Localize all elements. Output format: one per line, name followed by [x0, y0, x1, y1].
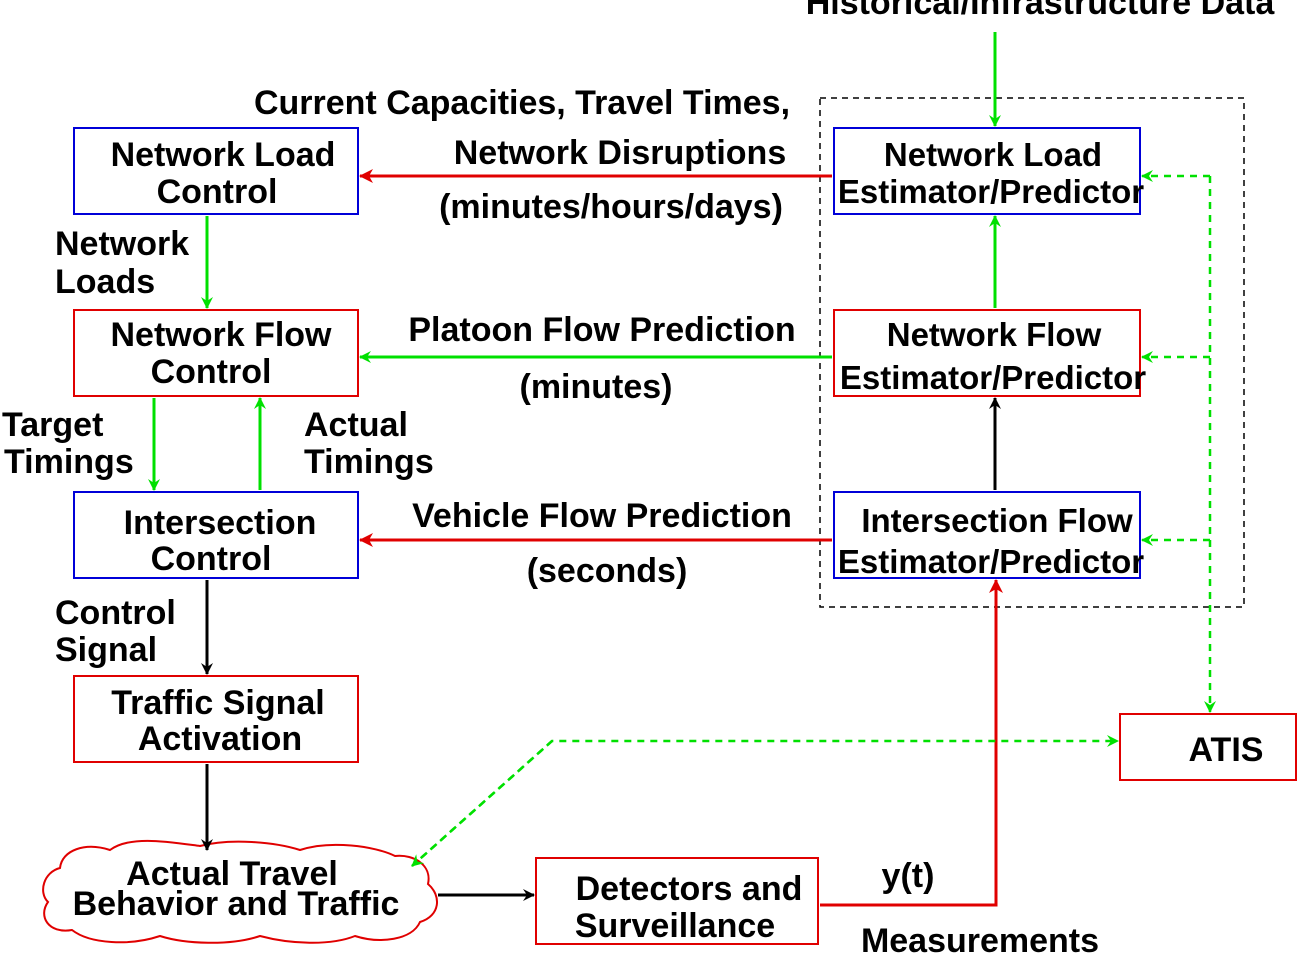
network-flow-control-box: Network Flow Control	[73, 309, 359, 397]
node-label-line: Estimator/Predictor	[838, 543, 1144, 580]
node-label-line: Actual Travel	[126, 855, 338, 893]
measurements-label: Measurements	[861, 922, 1099, 955]
node-label-line: Traffic Signal	[111, 684, 325, 722]
network-loads-label-line: Loads	[55, 263, 155, 301]
current-capacities-label: Current Capacities, Travel Times,	[254, 84, 790, 122]
minutes-label: (minutes)	[520, 368, 673, 406]
network-loads-label-line: Network	[55, 225, 189, 263]
atis-box: ATIS	[1119, 713, 1297, 781]
node-label-line: Intersection Flow	[861, 502, 1133, 539]
node-label-line: Network Load	[884, 136, 1102, 173]
node-label-line: Network Load	[111, 136, 336, 174]
seconds-label: (seconds)	[527, 552, 688, 590]
target-timings-label-line: Timings	[4, 443, 134, 481]
intersection-flow-estimator-box: Intersection Flow Estimator/Predictor	[833, 491, 1144, 580]
target-timings-label-line: Target	[2, 406, 103, 444]
platoon-flow-label: Platoon Flow Prediction	[408, 311, 795, 349]
node-label-line: Activation	[138, 720, 302, 758]
node-label-line: Estimator/Predictor	[838, 173, 1144, 210]
arrow-measurements	[820, 579, 1003, 907]
yt-label: y(t)	[882, 857, 935, 895]
node-label-line: Control	[151, 353, 272, 391]
node-label: ATIS	[1189, 731, 1264, 769]
control-signal-label-line: Signal	[55, 631, 157, 669]
network-load-estimator-box: Network Load Estimator/Predictor	[833, 127, 1144, 215]
node-label-line: Control	[157, 173, 278, 211]
network-flow-estimator-box: Network Flow Estimator/Predictor	[833, 309, 1146, 397]
intersection-control-box: Intersection Control	[73, 491, 359, 579]
network-load-control-box: Network Load Control	[73, 127, 359, 215]
node-label-line: Detectors and	[576, 870, 803, 908]
node-label-line: Control	[151, 540, 272, 578]
estimator-group-frame	[819, 97, 1245, 608]
network-disruptions-label: Network Disruptions	[454, 134, 786, 172]
node-label-line: Network Flow	[110, 316, 332, 354]
traffic-signal-activation-box: Traffic Signal Activation	[73, 675, 359, 763]
actual-timings-label-line: Actual	[304, 406, 408, 444]
minutes-hours-days-label: (minutes/hours/days)	[439, 188, 783, 226]
historical-data-label: Historical/Infrastructure Data	[806, 0, 1276, 22]
node-label-line: Surveillance	[575, 907, 775, 945]
node-label-line: Behavior and Traffic	[73, 885, 400, 923]
vehicle-flow-label: Vehicle Flow Prediction	[412, 497, 792, 535]
node-label-line: Network Flow	[887, 316, 1102, 353]
node-label-line: Intersection	[124, 504, 317, 542]
actual-travel-cloud: Actual Travel Behavior and Traffic	[42, 839, 438, 944]
actual-timings-label-line: Timings	[304, 443, 434, 481]
control-signal-label-line: Control	[55, 594, 176, 632]
node-label-line: Estimator/Predictor	[840, 359, 1146, 396]
detectors-surveillance-box: Detectors and Surveillance	[535, 857, 819, 945]
dashed-link-atis-travel	[411, 735, 1119, 867]
dashed-link-to-travel-head	[411, 740, 553, 867]
